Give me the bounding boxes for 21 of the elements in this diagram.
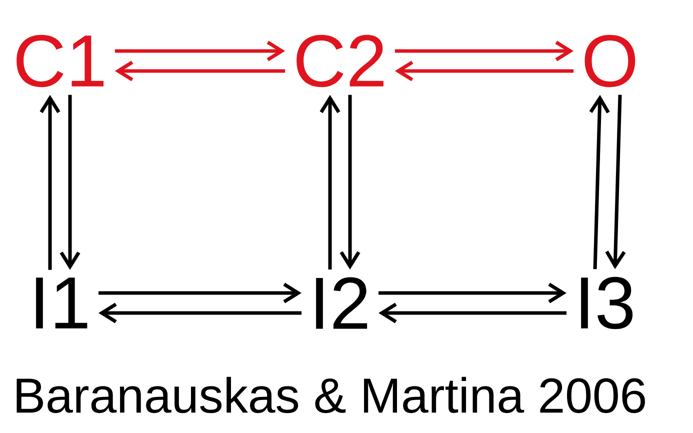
harpoon-arrow	[98, 302, 302, 324]
harpoon-arrow	[40, 94, 60, 270]
harpoon-arrow	[378, 282, 566, 304]
harpoon-arrow	[114, 40, 286, 62]
harpoon-arrow	[98, 282, 302, 304]
harpoon-arrow	[605, 94, 626, 270]
harpoon-arrow	[320, 94, 340, 270]
harpoon-arrow	[589, 94, 610, 270]
state-label: I2	[316, 277, 368, 329]
state-label: I1	[36, 278, 88, 328]
harpoon-arrow	[340, 94, 360, 270]
harpoon-arrow	[394, 40, 574, 62]
harpoon-arrow	[114, 60, 286, 82]
harpoon-arrow	[394, 60, 574, 82]
caption: Baranauskas & Martina 2006	[16, 376, 645, 414]
state-label: I3	[581, 276, 633, 330]
harpoon-arrow	[60, 94, 80, 270]
state-label: C2	[296, 34, 384, 88]
state-label: O	[584, 34, 636, 88]
state-label: C1	[16, 34, 104, 88]
harpoon-arrow	[378, 302, 566, 324]
